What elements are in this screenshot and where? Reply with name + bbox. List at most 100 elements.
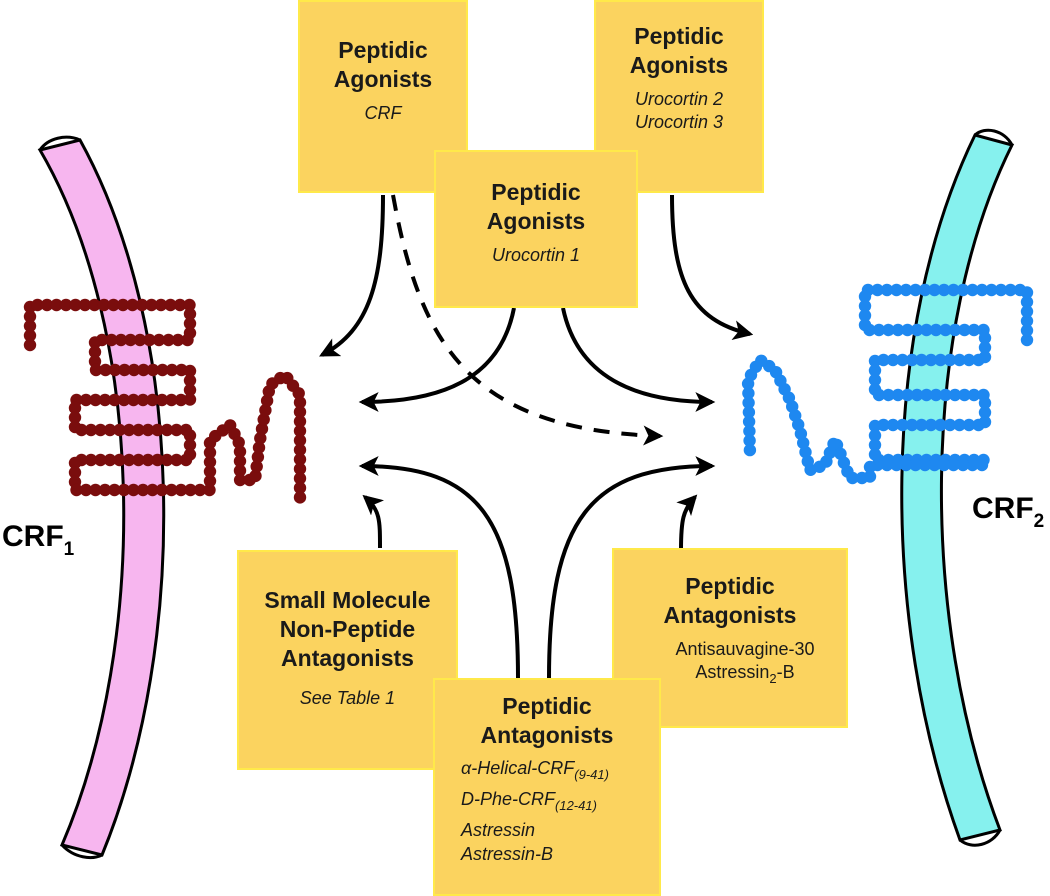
crf1-amino-acid-bead: [105, 333, 118, 347]
crf2-label-text: CRF: [972, 492, 1034, 525]
crf2-amino-acid-bead: [880, 458, 894, 472]
crf1-amino-acid-bead: [165, 393, 178, 407]
crf1-amino-acid-bead: [293, 396, 307, 409]
crf1-amino-acid-bead: [108, 393, 121, 407]
crf1-amino-acid-bead: [259, 404, 272, 417]
crf2-amino-acid-bead: [891, 388, 905, 402]
crf2-amino-acid-bead: [924, 418, 938, 432]
crf1-amino-acid-bead: [173, 298, 187, 312]
crf1-label-subscript: 1: [63, 539, 75, 560]
crf2-amino-acid-bead: [742, 396, 755, 409]
crf1-amino-acid-bead: [122, 423, 136, 437]
antagonist-center-body: α-Helical-CRF(9-41) D-Phe-CRF(12-41) Ast…: [461, 756, 659, 866]
crf2-amino-acid-bead: [928, 458, 941, 472]
crf1-amino-acid-bead: [68, 456, 82, 470]
crf2-amino-acid-bead: [939, 388, 952, 402]
crf2-amino-acid-bead: [743, 424, 756, 438]
crf2-amino-acid-bead: [920, 388, 933, 402]
crf1-amino-acid-bead: [160, 423, 174, 437]
crf1-amino-acid-bead: [103, 453, 117, 467]
crf1-amino-acid-bead: [145, 298, 158, 312]
crf1-amino-acid-bead: [151, 423, 164, 437]
small-molecule-item: See Table 1: [299, 688, 396, 708]
crf2-amino-acid-bead: [962, 418, 976, 432]
agonist-ucn23-title: Peptidic Agonists: [596, 22, 762, 80]
agonist-ucn1-title: Peptidic Agonists: [436, 178, 636, 236]
crf1-amino-acid-bead: [98, 393, 112, 407]
crf1-amino-acid-bead: [257, 413, 270, 426]
agonist-ucn23-item2: Urocortin 3: [634, 112, 724, 132]
crf1-amino-acid-bead: [98, 483, 112, 497]
crf1-amino-acid-bead: [203, 483, 216, 497]
crf1-amino-acid-bead: [135, 298, 149, 312]
agonist-crf-title-line2: Agonists: [333, 66, 433, 92]
crf1-amino-acid-bead: [233, 473, 247, 487]
crf2-amino-acid-bead: [905, 418, 919, 432]
antagonist-center-item2: D-Phe-CRF(12-41): [461, 787, 659, 818]
antagonist-center-box: Peptidic Antagonists α-Helical-CRF(9-41)…: [433, 678, 661, 896]
antagonist-crf2-item2-tail: -B: [776, 662, 795, 682]
crf2-amino-acid-bead: [937, 283, 951, 297]
crf1-amino-acid-bead: [84, 423, 98, 437]
crf2-amino-acid-bead: [962, 353, 976, 367]
crf2-amino-acid-bead: [929, 388, 943, 402]
crf2-amino-acid-bead: [855, 471, 869, 485]
arrow-ucn1-to-crf1: [358, 307, 516, 412]
crf2-amino-acid-bead: [868, 419, 882, 433]
crf1-amino-acid-bead: [183, 429, 197, 442]
agonist-ucn1-body: Urocortin 1: [436, 244, 636, 267]
antagonist-center-item1: α-Helical-CRF(9-41): [461, 756, 659, 787]
crf1-amino-acid-bead: [88, 298, 101, 312]
crf2-amino-acid-bead: [863, 323, 876, 337]
crf2-amino-acid-bead: [1020, 295, 1034, 309]
crf1-amino-acid-bead: [59, 298, 73, 312]
crf2-amino-acid-bead: [858, 309, 872, 322]
crf1-amino-acid-bead: [293, 453, 307, 466]
agonist-ucn23-title-line2: Agonists: [629, 52, 729, 78]
crf1-amino-acid-bead: [162, 333, 175, 347]
crf1-amino-acid-bead: [203, 446, 217, 459]
crf1-amino-acid-bead: [174, 393, 188, 407]
crf1-amino-acid-bead: [293, 481, 307, 495]
crf1-amino-acid-bead: [203, 474, 217, 488]
crf1-amino-acid-bead: [136, 483, 150, 497]
agonist-ucn23-item1: Urocortin 2: [634, 89, 724, 109]
antagonist-center-item3: Astressin: [461, 820, 536, 840]
agonist-ucn1-box: Peptidic Agonists Urocortin 1: [434, 150, 638, 308]
crf1-amino-acid-bead: [165, 363, 179, 377]
crf2-amino-acid-bead: [928, 283, 941, 297]
crf2-amino-acid-bead: [890, 458, 903, 472]
crf1-amino-acid-bead: [89, 363, 103, 377]
antagonist-crf2-item2-main: Astressin: [695, 662, 770, 682]
crf1-amino-acid-bead: [103, 423, 117, 437]
crf1-amino-acid-bead: [203, 465, 217, 478]
crf1-amino-acid-bead: [122, 453, 136, 467]
crf2-amino-acid-bead: [905, 353, 919, 367]
crf1-amino-acid-bead: [151, 453, 164, 467]
crf2-amino-acid-bead: [966, 458, 979, 472]
crf1-amino-acid-bead: [136, 393, 150, 407]
crf1-amino-acid-bead: [141, 453, 155, 467]
crf1-amino-acid-bead: [183, 364, 197, 378]
crf2-amino-acid-bead: [915, 353, 928, 367]
crf2-amino-acid-bead: [978, 406, 992, 419]
crf1-amino-acid-bead: [155, 393, 169, 407]
crf1-amino-acid-bead: [89, 483, 102, 497]
crf1-amino-acid-bead: [117, 393, 131, 407]
crf2-amino-acid-bead: [868, 364, 882, 377]
crf1-amino-acid-bead: [23, 329, 37, 342]
crf2-amino-acid-bead: [975, 458, 989, 472]
crf2-amino-acid-bead: [743, 434, 756, 447]
crf1-amino-acid-bead: [184, 483, 197, 497]
crf1-amino-acid-bead: [260, 394, 274, 407]
crf2-amino-acid-bead: [882, 323, 895, 337]
crf2-amino-acid-bead: [958, 388, 971, 402]
crf1-amino-acid-bead: [78, 298, 92, 312]
crf2-amino-acid-bead: [1020, 324, 1034, 337]
crf2-membrane-top-cap: [973, 128, 1014, 146]
crf1-membrane-bottom-cap: [60, 843, 103, 859]
crf1-amino-acid-bead: [252, 441, 266, 454]
crf2-amino-acid-bead: [743, 443, 757, 457]
crf1-amino-acid-bead: [68, 411, 82, 424]
